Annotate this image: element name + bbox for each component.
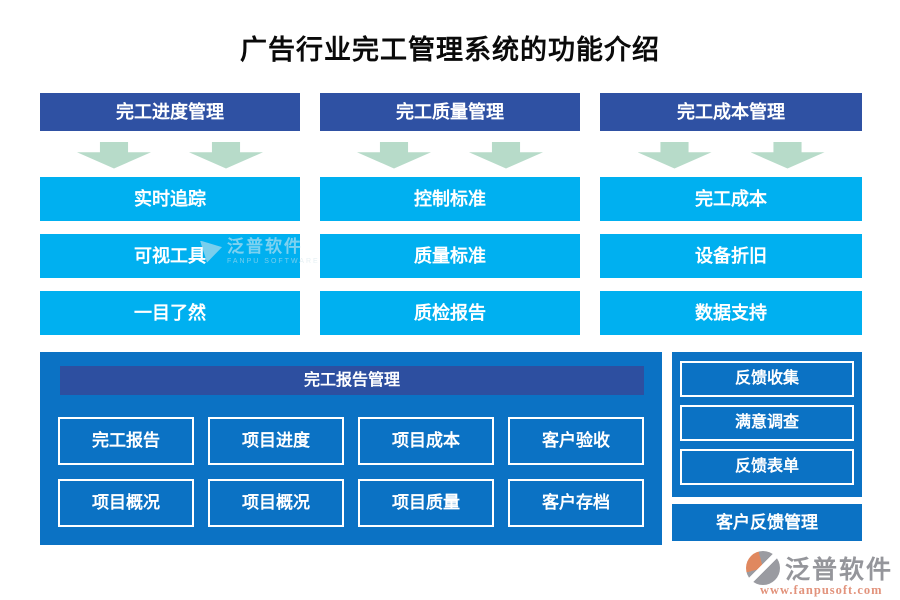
fanpu-logo-icon [746,551,780,585]
report-box-project-overview-1: 项目概况 [58,479,194,527]
arrows-row [600,131,862,177]
report-panel-header: 完工报告管理 [60,366,644,395]
down-arrow-icon [469,141,543,169]
report-box-project-overview-2: 项目概况 [208,479,344,527]
brand-name: 泛普软件 [785,556,894,584]
column-header-cost: 完工成本管理 [600,93,862,131]
report-management-panel: 完工报告管理 完工报告 项目进度 项目成本 客户验收 项目概况 项目概况 项目质… [40,352,662,545]
report-box-project-cost: 项目成本 [358,417,494,465]
feedback-panel: 反馈收集 满意调查 反馈表单 [672,352,862,497]
feedback-box-collection: 反馈收集 [680,361,854,397]
report-box-customer-acceptance: 客户验收 [508,417,644,465]
down-arrow-icon [357,141,431,169]
feature-box-quality-standard: 质量标准 [320,234,580,278]
column-quality-management: 完工质量管理 控制标准 质量标准 质检报告 [320,93,580,348]
column-header-quality: 完工质量管理 [320,93,580,131]
feature-box-equipment-depreciation: 设备折旧 [600,234,862,278]
report-box-customer-archive: 客户存档 [508,479,644,527]
feature-box-completion-cost: 完工成本 [600,177,862,221]
down-arrow-icon [637,141,712,169]
column-progress-management: 完工进度管理 实时追踪 可视工具 一目了然 [40,93,300,348]
brand-url: www.fanpusoft.com [760,583,883,597]
feature-box-data-support: 数据支持 [600,291,862,335]
feature-box-inspection-report: 质检报告 [320,291,580,335]
report-box-project-progress: 项目进度 [208,417,344,465]
feedback-box-feedback-form: 反馈表单 [680,449,854,485]
down-arrow-icon [750,141,825,169]
report-box-completion-report: 完工报告 [58,417,194,465]
feature-box-at-a-glance: 一目了然 [40,291,300,335]
feature-box-realtime-tracking: 实时追踪 [40,177,300,221]
arrows-row [320,131,580,177]
feedback-box-satisfaction-survey: 满意调查 [680,405,854,441]
feature-box-control-standard: 控制标准 [320,177,580,221]
page-title: 广告行业完工管理系统的功能介绍 [240,35,660,65]
down-arrow-icon [77,141,151,169]
customer-feedback-management-label: 客户反馈管理 [672,504,862,541]
report-box-project-quality: 项目质量 [358,479,494,527]
column-cost-management: 完工成本管理 完工成本 设备折旧 数据支持 [600,93,862,348]
down-arrow-icon [189,141,263,169]
feature-box-visual-tools: 可视工具 [40,234,300,278]
report-button-grid: 完工报告 项目进度 项目成本 客户验收 项目概况 项目概况 项目质量 客户存档 [58,417,644,527]
brand-logo: 泛普软件 www.fanpusoft.com [746,550,893,598]
column-header-progress: 完工进度管理 [40,93,300,131]
arrows-row [40,131,300,177]
top-columns: 完工进度管理 实时追踪 可视工具 一目了然 完工质量管理 控制标准 质量标准 质… [40,93,862,348]
